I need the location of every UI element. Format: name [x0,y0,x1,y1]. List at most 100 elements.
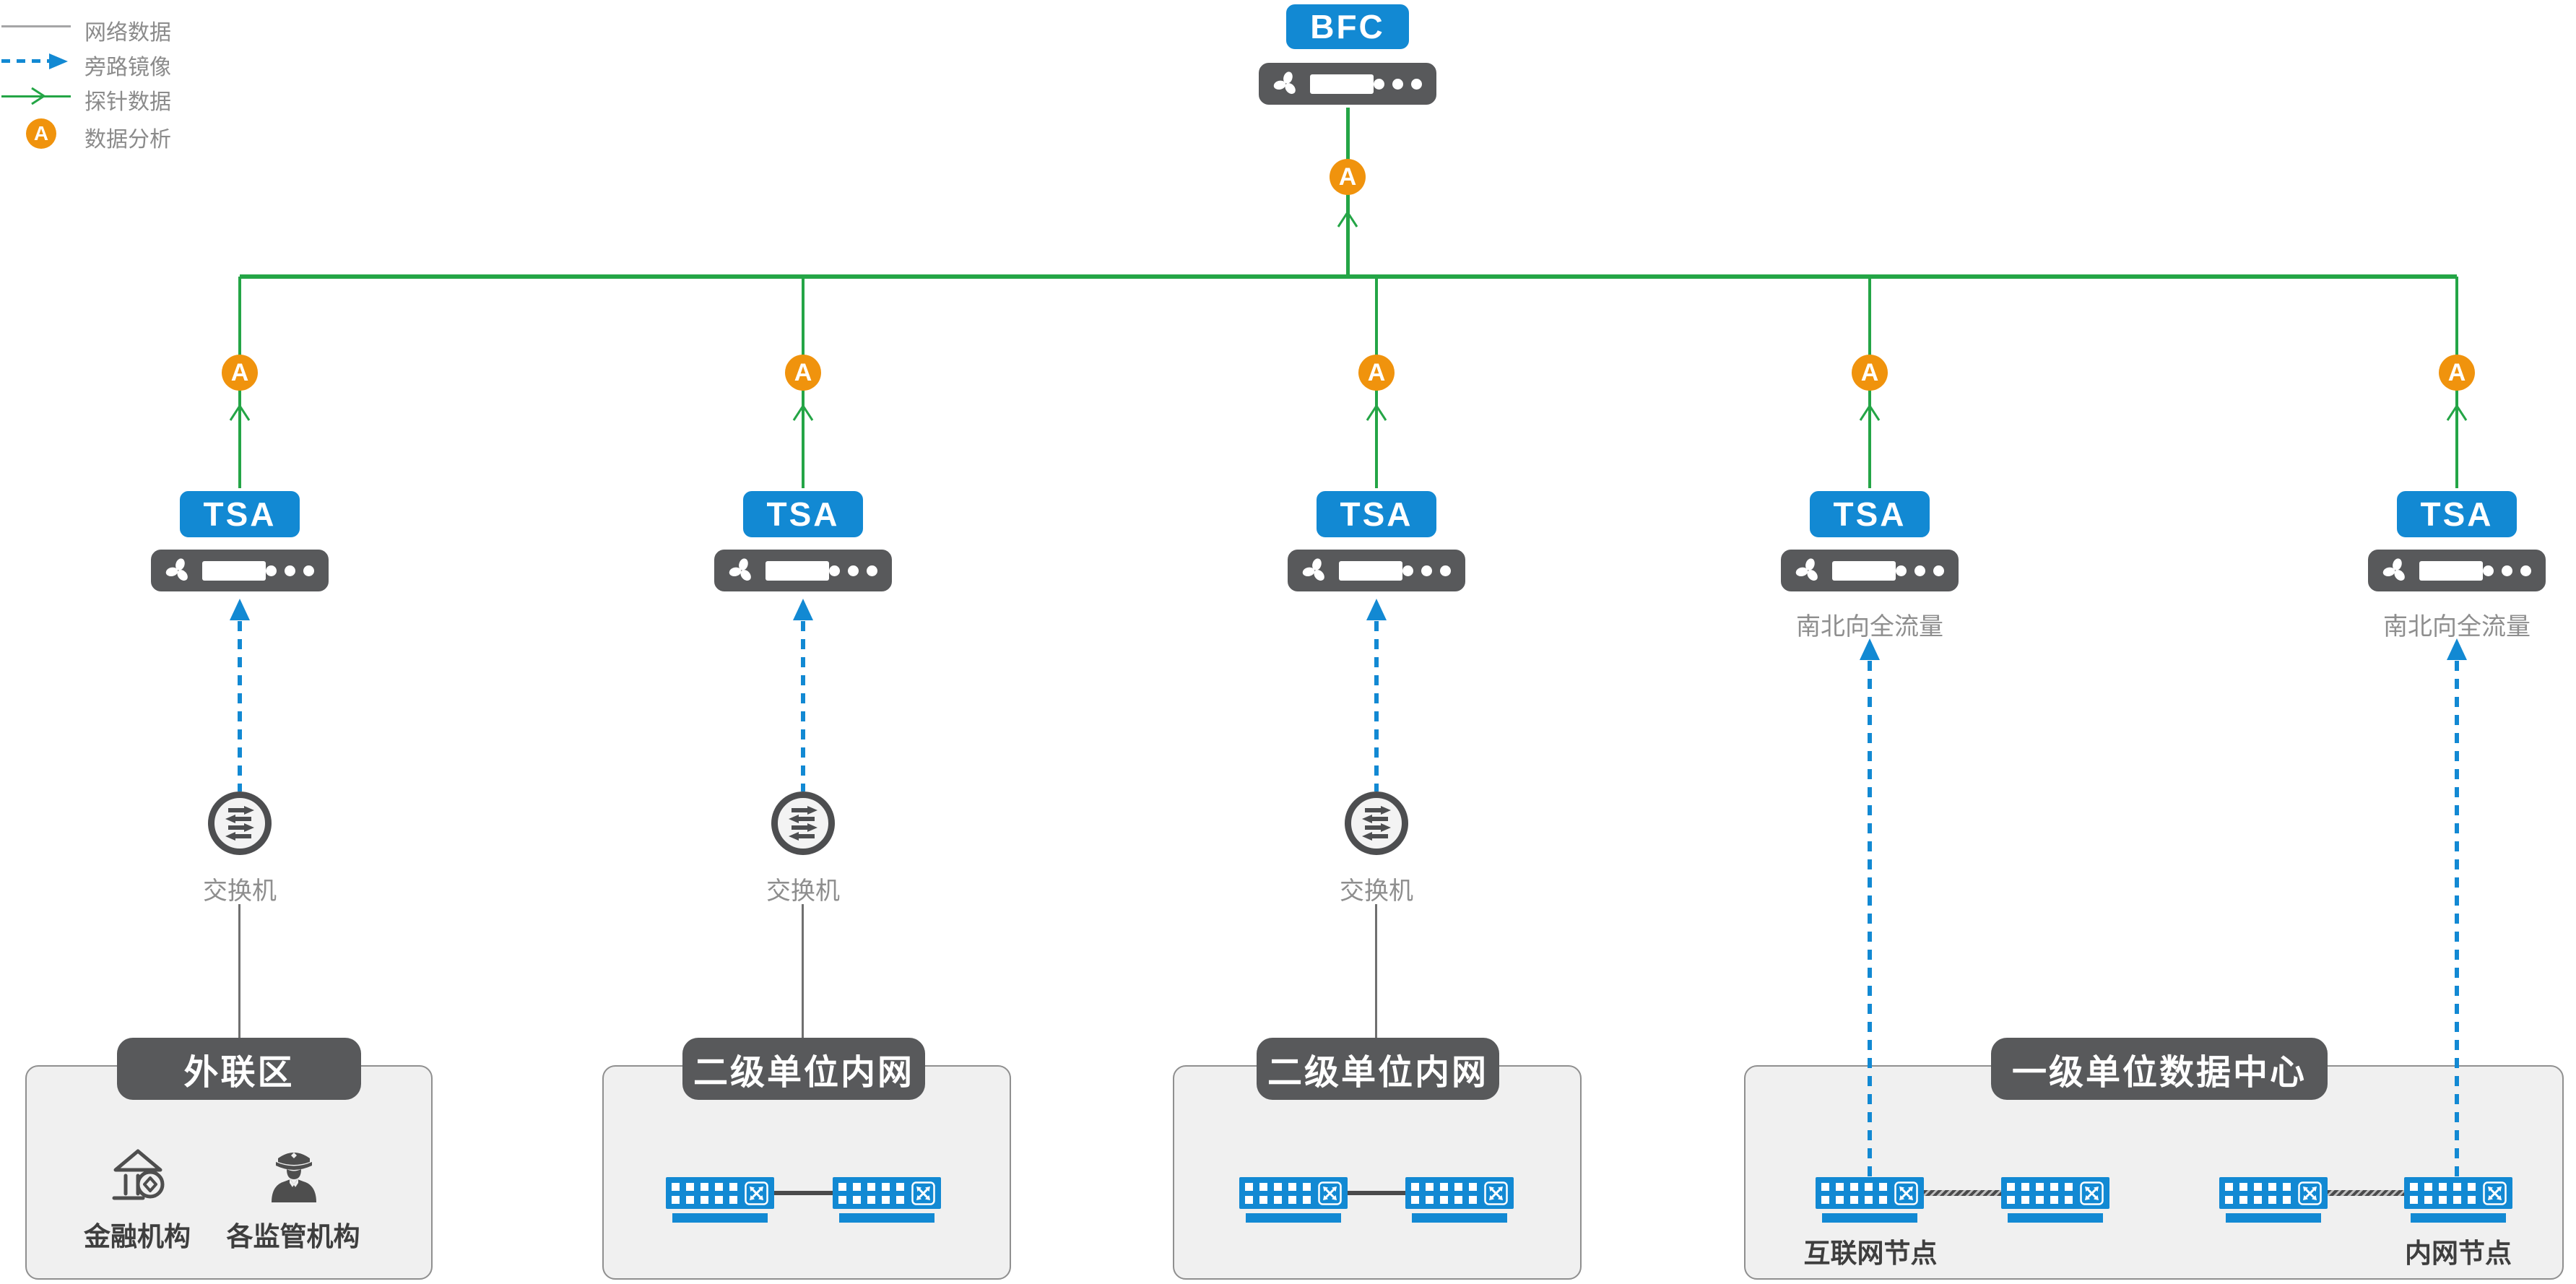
link-line [774,1191,833,1195]
switch-arrows-icon [1362,806,1391,841]
tsa-device [1285,547,1468,594]
org-label: 金融机构 [84,1222,191,1252]
switch-label: 交换机 [766,877,840,905]
up-arrowhead-icon [2446,404,2468,421]
analysis-badge: A [2439,355,2475,391]
switch-base [2226,1213,2321,1223]
switch-fabric-icon [2298,1181,2322,1205]
device-status-dots [1896,565,1944,576]
mirror-dash-line [801,621,805,791]
switch-base [672,1213,768,1223]
network-line [1375,904,1377,1038]
mirror-arrowhead-icon [793,599,813,620]
bfc-badge: BFC [1283,1,1412,52]
police-officer-icon [272,1153,316,1202]
device-status-dots [266,565,314,576]
analysis-badge: A [1330,159,1366,195]
up-arrowhead-icon [1859,404,1881,421]
lan-switch [1239,1177,1348,1209]
port-squares [1245,1182,1311,1204]
traffic-label: 南北向全流量 [2383,613,2531,641]
switch-base [1246,1213,1341,1223]
bank-icon [112,1149,165,1200]
port-squares [838,1182,904,1204]
switch-arrows-icon [789,806,818,841]
switch-fabric-icon [2483,1181,2507,1205]
fan-icon [1302,558,1324,581]
lan-switch [666,1177,774,1209]
aggregated-link-line [2328,1190,2404,1196]
lan-switch [2219,1177,2328,1209]
tsa-badge: TSA [1807,488,1933,540]
mirror-arrowhead-icon [1366,599,1387,620]
zone-box-branch-intranet [1173,1065,1582,1280]
zone-title: 一级单位数据中心 [1991,1038,2328,1100]
switch-icon [771,791,835,855]
zone-title: 二级单位内网 [1257,1038,1499,1100]
analysis-badge: A [1358,355,1395,391]
up-arrowhead-icon [792,404,814,421]
fan-icon [2382,558,2405,581]
traffic-label: 南北向全流量 [1796,613,1943,641]
legend-label-bypass-mirror: 旁路镜像 [84,56,171,79]
trunk-line [240,274,2457,279]
fan-icon [729,558,751,581]
mirror-arrowhead-icon [2447,638,2467,660]
mirror-dash-line [1868,661,1872,1179]
switch-fabric-icon [745,1181,768,1205]
tsa-device [1778,547,1961,594]
lan-switch [2404,1177,2512,1209]
device-status-dots [1402,565,1451,576]
switch-base [2411,1213,2506,1223]
device-display-bar [1339,560,1402,581]
analysis-badge-swatch: A [26,118,56,149]
port-squares [2225,1182,2291,1204]
link-line [1348,1191,1405,1195]
up-arrowhead-icon [229,404,251,421]
node-label: 内网节点 [2405,1239,2512,1268]
zone-box-external [25,1065,433,1280]
zone-title: 二级单位内网 [682,1038,925,1100]
node-label: 互联网节点 [1803,1239,1938,1268]
device-status-dots [2483,565,2531,576]
switch-arrows-icon [225,806,254,841]
network-data-line-swatch [1,25,71,27]
switch-icon [1345,791,1408,855]
mirror-arrowhead-icon [1860,638,1880,660]
port-squares [2007,1182,2073,1204]
device-status-dots [1374,78,1422,90]
switch-fabric-icon [2080,1181,2104,1205]
analysis-badge: A [785,355,821,391]
aggregated-link-line [1924,1190,2001,1196]
switch-base [1412,1213,1507,1223]
fan-icon [165,558,188,581]
analysis-badge: A [222,355,258,391]
zone-box-branch-intranet [602,1065,1011,1280]
zone-title: 外联区 [117,1038,361,1100]
tsa-badge: TSA [740,488,866,540]
bypass-mirror-arrowhead-icon [49,53,68,69]
tsa-device [711,547,895,594]
port-squares [1821,1182,1887,1204]
network-line [238,904,240,1038]
network-line [802,904,804,1038]
port-squares [2410,1182,2476,1204]
device-status-dots [829,565,877,576]
mirror-dash-line [238,621,242,791]
lan-switch [1816,1177,1924,1209]
probe-data-line-swatch [1,95,71,97]
legend-label-network-data: 网络数据 [84,21,171,45]
switch-fabric-icon [1318,1181,1342,1205]
tsa-badge: TSA [177,488,303,540]
org-label: 各监管机构 [226,1222,360,1252]
tsa-badge: TSA [1314,488,1439,540]
legend-label-probe-data: 探针数据 [84,90,171,114]
switch-base [839,1213,934,1223]
up-arrowhead-icon [1337,210,1358,227]
switch-base [2008,1213,2103,1223]
switch-base [1822,1213,1917,1223]
fan-icon [1795,558,1818,581]
zone-box-hq-datacenter [1744,1065,2564,1280]
tsa-badge: TSA [2394,488,2520,540]
